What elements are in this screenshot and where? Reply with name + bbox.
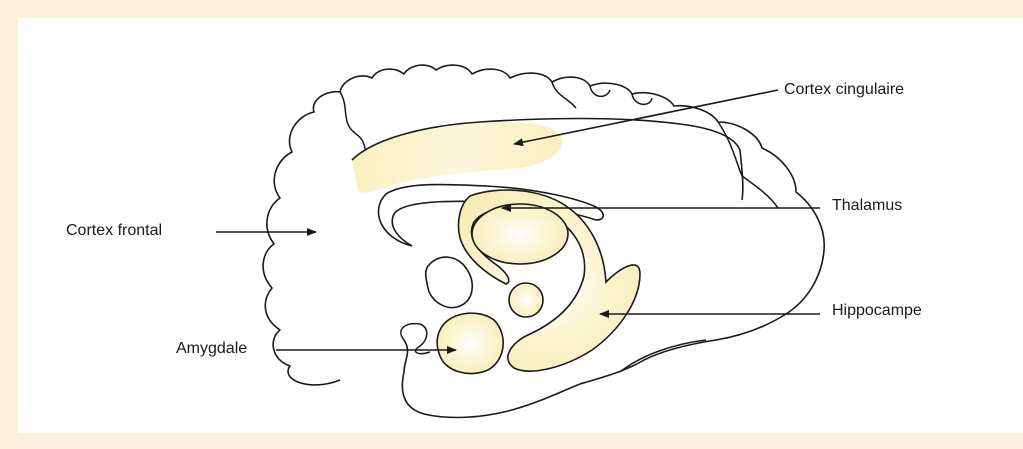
label-cortex-frontal: Cortex frontal [66,222,162,240]
cingulate-band [352,122,563,193]
gyrus-fold [632,94,652,104]
temporal-fold [401,324,430,354]
gyrus-fold [552,82,576,108]
label-cortex-cingulaire: Cortex cingulaire [784,81,904,99]
arrow-cortex-cingulaire [514,90,778,144]
label-thalamus: Thalamus [832,197,902,215]
amygdala [437,313,503,373]
thalamus [472,204,568,264]
label-amygdale: Amygdale [176,340,247,358]
gyrus-fold [718,122,778,208]
mammillary-body [509,283,543,317]
label-hippocampe: Hippocampe [832,302,922,320]
peduncle [426,257,473,307]
gyrus-fold [590,86,610,96]
